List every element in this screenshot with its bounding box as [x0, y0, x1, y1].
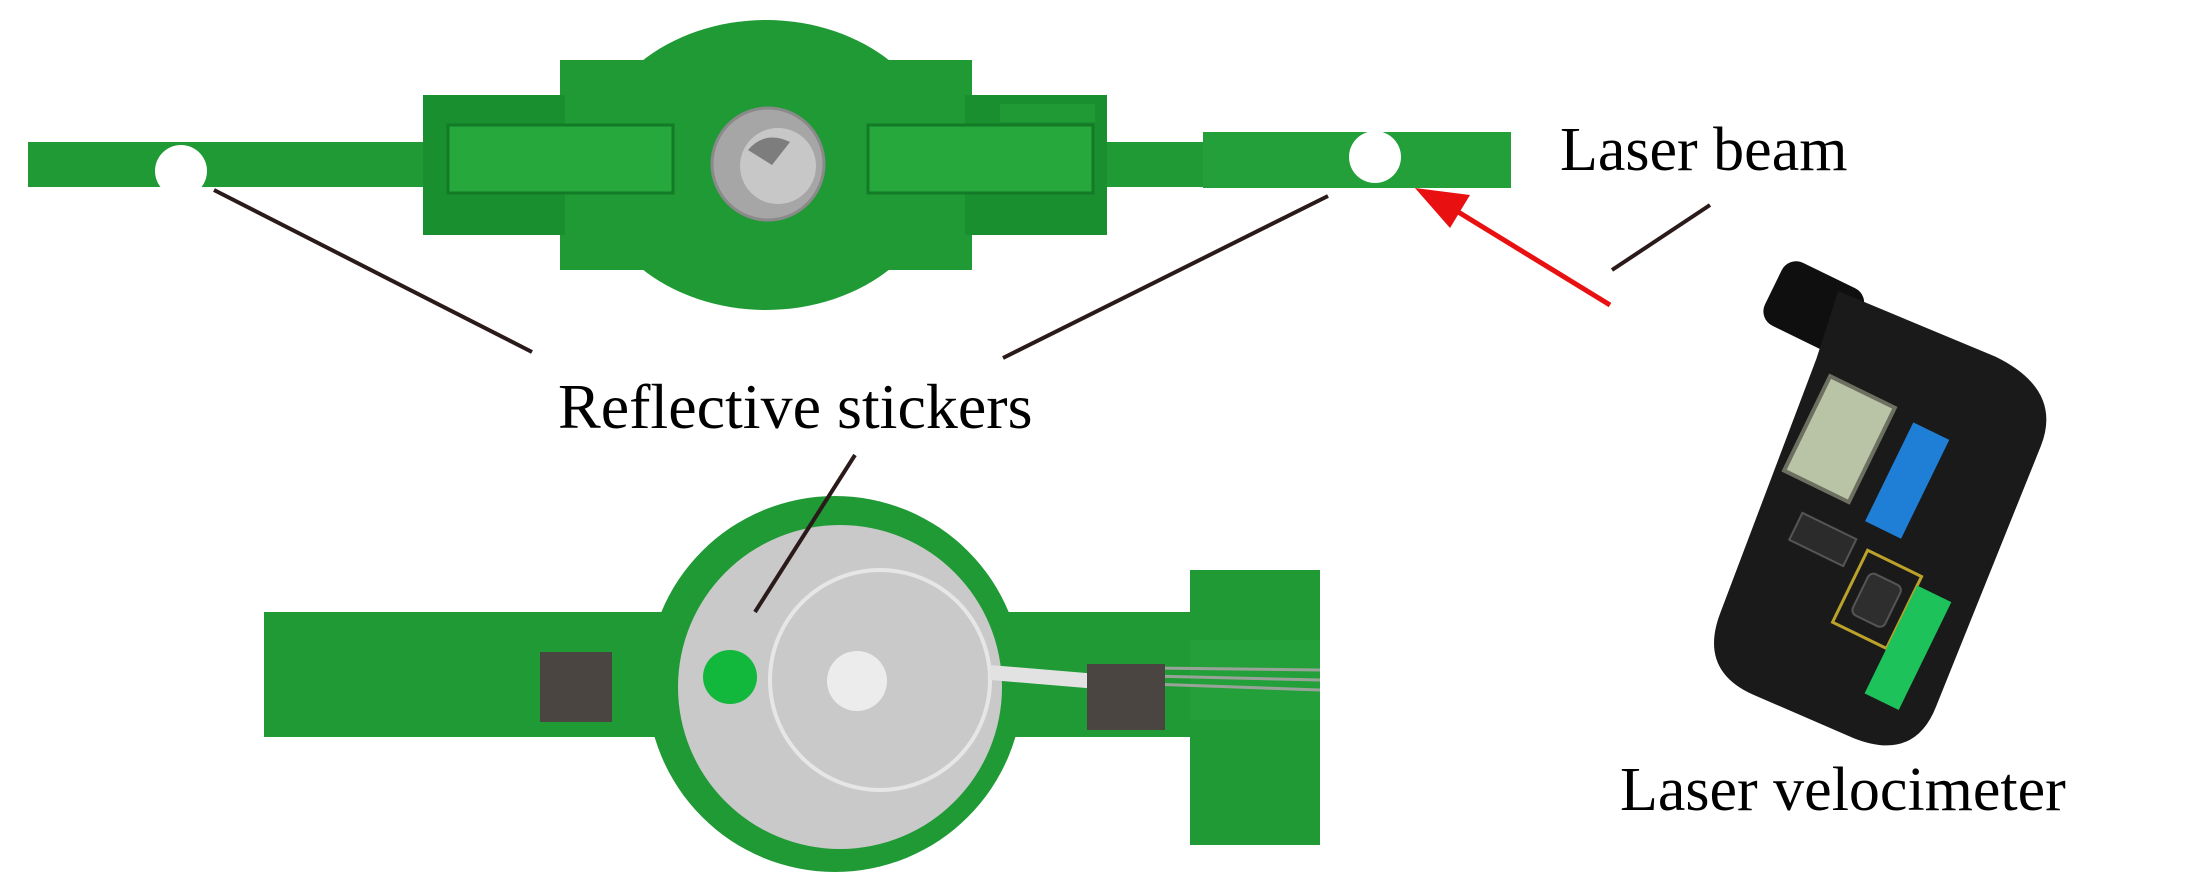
device-info-panel: [1787, 511, 1858, 568]
top-center-hub-notch: [748, 137, 790, 165]
bottom-center-boss: [827, 651, 887, 711]
top-left-clamp-inner: [446, 123, 675, 195]
laser-beam-arrow: [1415, 188, 1612, 308]
device-blue-label: [1865, 422, 1950, 539]
laser-velocimeter-device: [1714, 261, 2047, 746]
device-button: [1851, 572, 1902, 628]
label-laser-beam: Laser beam: [1560, 116, 1847, 184]
bottom-green-sticker: [703, 650, 757, 704]
label-reflective-stickers: Reflective stickers: [558, 371, 1032, 442]
top-sticker-right: [1349, 131, 1401, 183]
bottom-left-block: [540, 652, 612, 722]
bottom-shaft: [990, 665, 1110, 690]
leader-lines: [213, 188, 1712, 614]
top-right-tab: [1000, 104, 1095, 122]
top-view-rotor: [28, 20, 1511, 310]
leader-laser-beam: [1610, 203, 1712, 272]
bottom-right-block: [1087, 664, 1165, 730]
device-lcd: [1781, 373, 1898, 505]
bottom-wires: [1149, 666, 1321, 692]
laser-beam-line: [1453, 207, 1612, 308]
leader-right-sticker: [1002, 194, 1329, 360]
top-right-clamp-inner: [866, 123, 1095, 195]
leader-bottom-sticker: [753, 453, 857, 614]
label-laser-velocimeter: Laser velocimeter: [1620, 756, 2066, 824]
leader-left-sticker: [213, 188, 533, 354]
laser-beam-arrowhead: [1415, 188, 1470, 228]
top-sticker-left: [155, 145, 207, 197]
device-green-label: [1864, 585, 1952, 711]
